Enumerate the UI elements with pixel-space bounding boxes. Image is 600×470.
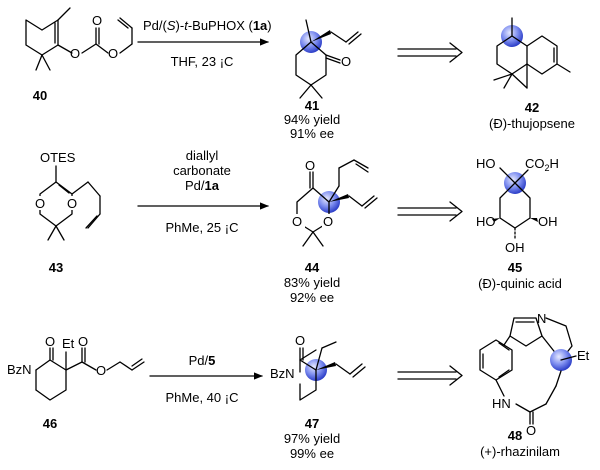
- compound-48-name: (+)-rhazinilam: [480, 444, 560, 459]
- svg-text:O: O: [108, 46, 118, 61]
- compound-41-label: 41: [305, 98, 319, 113]
- svg-text:O: O: [96, 363, 106, 378]
- conditions-3-line1: Pd/5: [189, 353, 216, 368]
- conditions-2-line3: Pd/1a: [185, 178, 220, 193]
- conditions-3-line2: PhMe, 40 ¡C: [166, 390, 239, 405]
- compound-44-yield: 83% yield: [284, 275, 340, 290]
- svg-text:OH: OH: [538, 214, 558, 229]
- svg-text:O: O: [78, 334, 88, 349]
- compound-42-name: (Ð)-thujopsene: [489, 116, 575, 131]
- svg-text:BzN: BzN: [270, 366, 295, 381]
- compound-44-structure: O O O: [291, 158, 378, 247]
- compound-46-label: 46: [43, 416, 57, 431]
- svg-text:O: O: [341, 54, 351, 69]
- compound-44-label: 44: [305, 260, 320, 275]
- svg-text:O: O: [323, 214, 333, 229]
- svg-text:CO2H: CO2H: [525, 156, 559, 173]
- svg-text:O: O: [70, 46, 80, 61]
- svg-text:O: O: [292, 214, 302, 229]
- compound-40-structure: O O O: [25, 7, 133, 71]
- retro-arrow-2: [397, 201, 463, 222]
- compound-47-ee: 99% ee: [290, 446, 334, 461]
- svg-text:OTES: OTES: [40, 150, 76, 165]
- retro-arrow-3: [397, 365, 463, 386]
- conditions-1-line1: Pd/(S)-t-BuPHOX (1a): [143, 18, 272, 33]
- retro-arrow-1: [397, 42, 463, 63]
- compound-44-ee: 92% ee: [290, 290, 334, 305]
- svg-text:N: N: [537, 311, 546, 326]
- conditions-2-line4: PhMe, 25 ¡C: [166, 220, 239, 235]
- compound-45-name: (Ð)-quinic acid: [478, 276, 562, 291]
- svg-text:HO: HO: [476, 214, 496, 229]
- svg-text:OH: OH: [505, 240, 525, 255]
- svg-text:HN: HN: [492, 396, 511, 411]
- conditions-1-line2: THF, 23 ¡C: [171, 54, 234, 69]
- svg-text:O: O: [35, 196, 45, 211]
- conditions-2-line2: carbonate: [173, 163, 231, 178]
- svg-text:O: O: [92, 13, 102, 28]
- compound-47-structure: BzN O: [270, 333, 366, 401]
- svg-text:BzN: BzN: [7, 362, 32, 377]
- compound-48-label: 48: [508, 428, 522, 443]
- compound-46-structure: BzN O Et O O: [7, 334, 145, 401]
- svg-text:Et: Et: [577, 348, 590, 363]
- compound-43-structure: OTES O O: [33, 150, 101, 241]
- svg-text:O: O: [295, 333, 305, 348]
- compound-48-structure: N Et HN O: [479, 311, 590, 438]
- compound-47-yield: 97% yield: [284, 431, 340, 446]
- svg-text:Et: Et: [62, 336, 75, 351]
- compound-41-ee: 91% ee: [290, 126, 334, 141]
- svg-text:O: O: [45, 334, 55, 349]
- compound-42-structure: [493, 17, 571, 89]
- compound-43-label: 43: [49, 260, 63, 275]
- svg-text:O: O: [526, 423, 536, 438]
- compound-47-label: 47: [305, 416, 319, 431]
- compound-42-label: 42: [525, 100, 539, 115]
- svg-text:HO: HO: [476, 156, 496, 171]
- svg-text:O: O: [67, 196, 77, 211]
- compound-41-structure: O: [295, 19, 362, 99]
- compound-45-structure: HO CO2H HO OH OH: [476, 156, 559, 255]
- compound-40-label: 40: [33, 88, 47, 103]
- conditions-2-line1: diallyl: [186, 148, 219, 163]
- svg-text:O: O: [305, 158, 315, 173]
- compound-41-yield: 94% yield: [284, 112, 340, 127]
- compound-45-label: 45: [508, 260, 522, 275]
